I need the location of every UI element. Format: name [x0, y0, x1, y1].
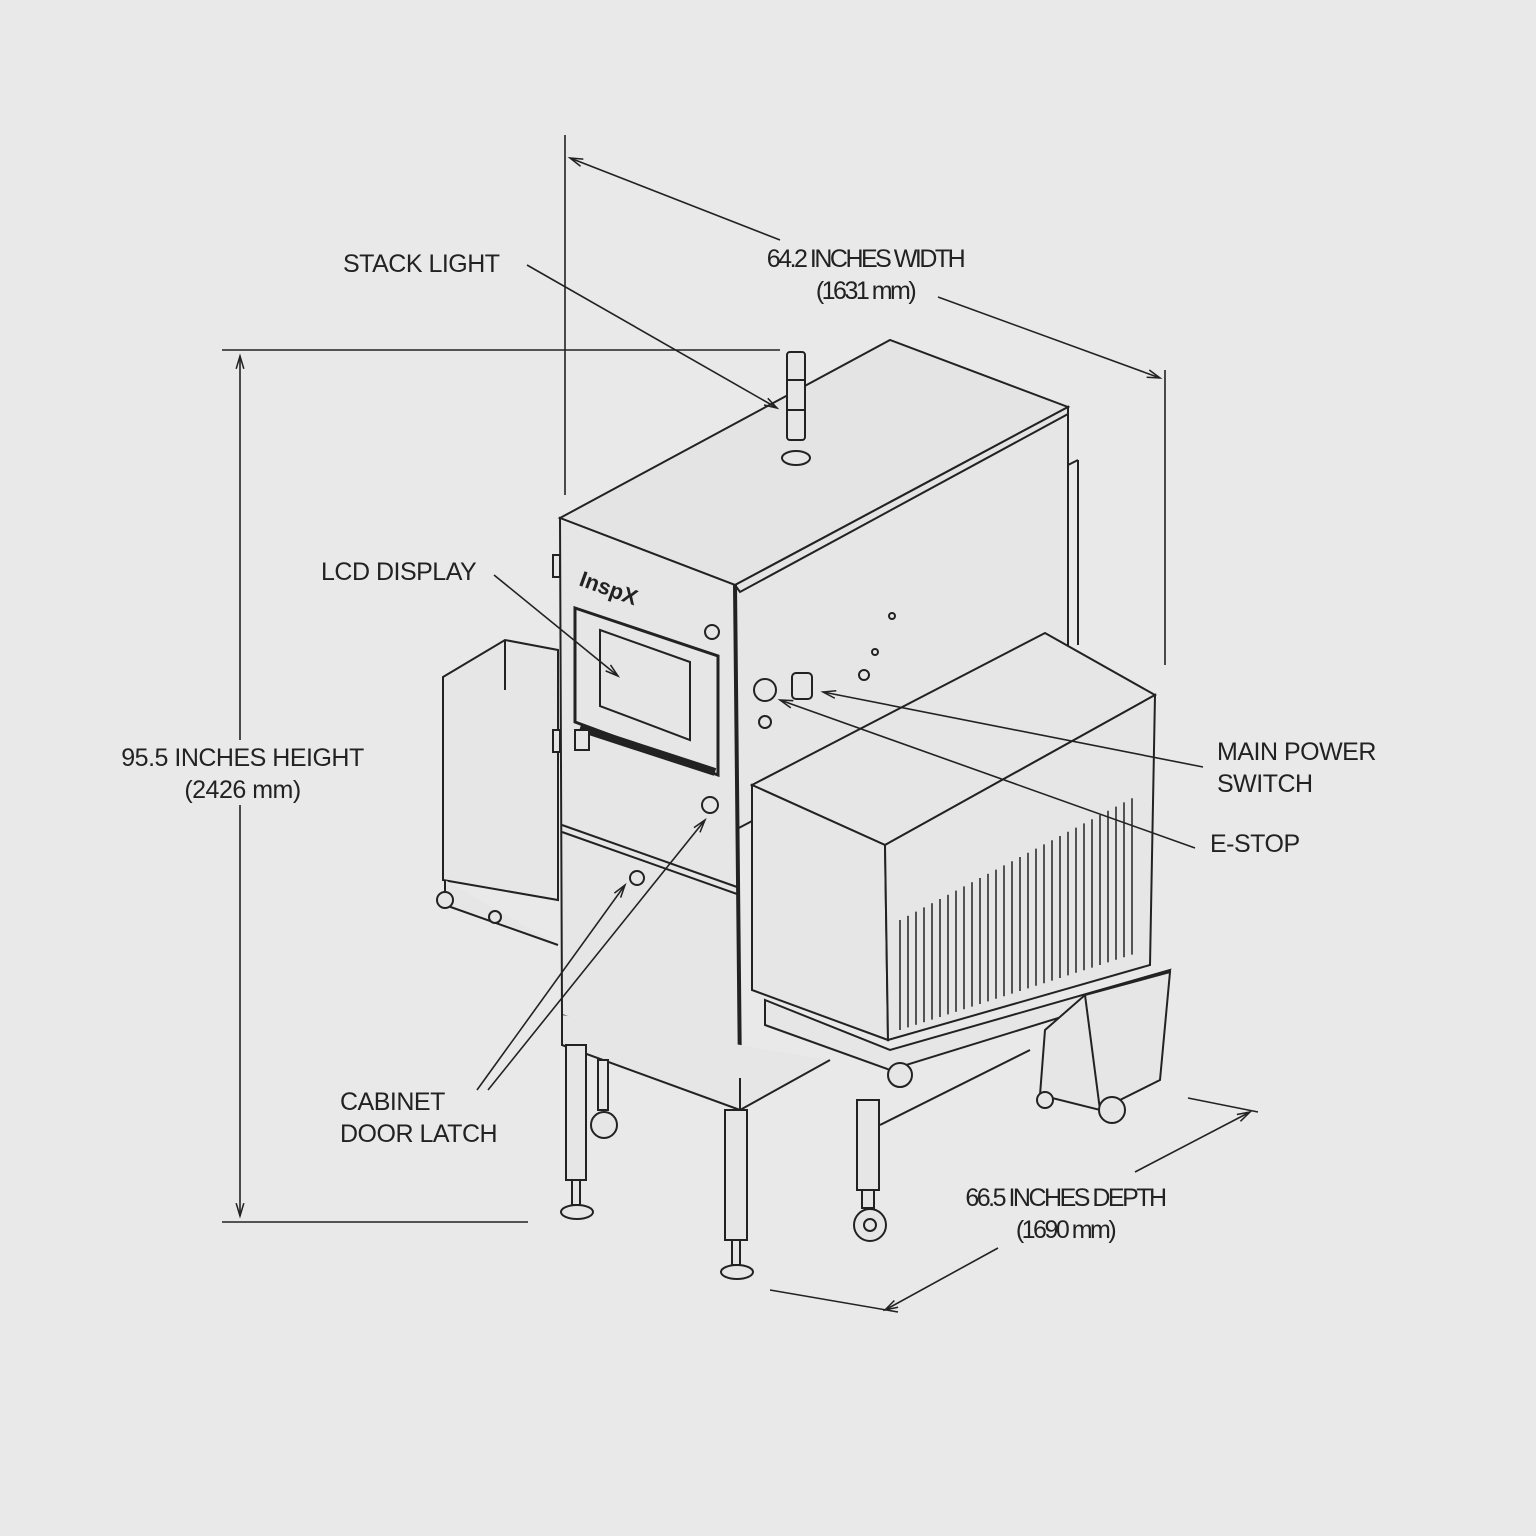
- width-mm: (1631 mm): [815, 277, 917, 305]
- e-stop-button: [753, 678, 777, 729]
- stack-light-label: STACK LIGHT: [343, 250, 500, 278]
- label-line: DOOR LATCH: [340, 1120, 498, 1148]
- depth-dimension-label: 66.5 INCHES DEPTH (1690 mm): [940, 1182, 1190, 1246]
- lcd-display-label: LCD DISPLAY: [321, 558, 477, 586]
- main-power-switch-label: MAIN POWER SWITCH: [1217, 736, 1376, 800]
- door-latch-upper: [701, 624, 720, 814]
- label-line: CABINET: [340, 1088, 445, 1116]
- lcd-display: [573, 605, 720, 778]
- main-power-switch-knob: [791, 672, 813, 700]
- label-line: MAIN POWER: [1217, 738, 1376, 766]
- height-dimension: [222, 349, 780, 1223]
- height-mm: (2426 mm): [184, 776, 301, 804]
- hinges: [552, 554, 561, 753]
- cabinet-door-latch-label: CABINET DOOR LATCH: [340, 1086, 498, 1150]
- width-dimension: [564, 135, 1166, 665]
- depth-mm: (1690 mm): [1015, 1216, 1117, 1244]
- side-holes: [858, 612, 896, 681]
- height-inches: 95.5 INCHES HEIGHT: [121, 744, 364, 772]
- height-dimension-label: 95.5 INCHES HEIGHT (2426 mm): [90, 742, 395, 806]
- stack-light: [781, 351, 811, 466]
- label-line: SWITCH: [1217, 770, 1313, 798]
- width-dimension-label: 64.2 INCHES WIDTH (1631 mm): [740, 243, 990, 307]
- curtain-vents: [899, 798, 1133, 1030]
- door-latch-lower: [629, 870, 645, 886]
- infeed-housing: [436, 638, 559, 946]
- legs: [560, 1044, 1031, 1280]
- depth-dimension: [769, 1097, 1259, 1313]
- control-box: [1036, 970, 1172, 1124]
- e-stop-label: E-STOP: [1210, 830, 1300, 858]
- leader-lines: [476, 264, 1204, 1091]
- depth-inches: 66.5 INCHES DEPTH: [965, 1184, 1167, 1212]
- width-inches: 64.2 INCHES WIDTH: [766, 245, 966, 273]
